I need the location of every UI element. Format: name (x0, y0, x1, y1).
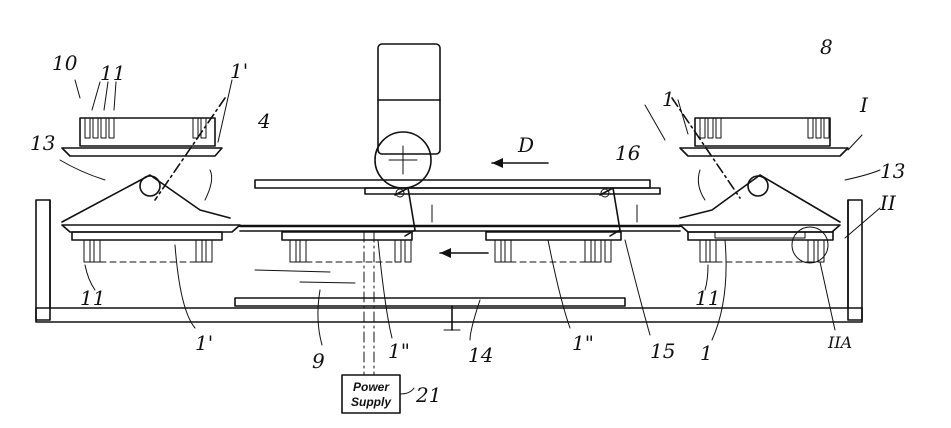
label-1p-bottom: 1' (195, 331, 213, 355)
direction-arrows (439, 158, 549, 258)
label-11-right: 11 (695, 286, 720, 310)
label-II: II (879, 191, 897, 215)
label-15: 15 (650, 339, 675, 363)
label-1pp-left: 1" (388, 339, 410, 363)
carrier-rail (61, 224, 841, 233)
right-station (671, 97, 849, 223)
label-14: 14 (468, 343, 493, 367)
label-1-top: 1 (662, 87, 675, 111)
label-11-top: 11 (100, 61, 125, 85)
upper-rails (254, 179, 661, 195)
motor-unit (374, 43, 441, 189)
left-station (61, 97, 231, 223)
label-4: 4 (257, 109, 271, 133)
power-supply-line2: Supply (351, 395, 392, 409)
label-10: 10 (52, 51, 78, 75)
label-IIA: IIA (827, 333, 852, 352)
label-8: 8 (820, 35, 833, 59)
label-21: 21 (415, 383, 441, 407)
label-D: D (517, 133, 534, 157)
tank (35, 199, 863, 323)
label-1p-top: 1' (230, 59, 248, 83)
label-1-bottom: 1 (700, 341, 713, 365)
reference-labels: 10 11 1' 13 4 D 16 1 8 I 13 II 11 1' 9 1… (30, 35, 905, 407)
leader-lines (59, 79, 881, 346)
label-16: 16 (615, 141, 641, 165)
power-supply-line1: Power (353, 380, 390, 394)
bath (234, 269, 626, 331)
power-leads: Power Supply (341, 231, 415, 414)
label-I: I (859, 93, 869, 117)
label-13-left: 13 (30, 131, 55, 155)
label-13-right: 13 (880, 159, 905, 183)
label-1pp-right: 1" (572, 331, 594, 355)
label-11-left: 11 (80, 286, 105, 310)
lift-arms (394, 187, 638, 237)
label-9: 9 (312, 349, 325, 373)
carriers (71, 231, 834, 263)
